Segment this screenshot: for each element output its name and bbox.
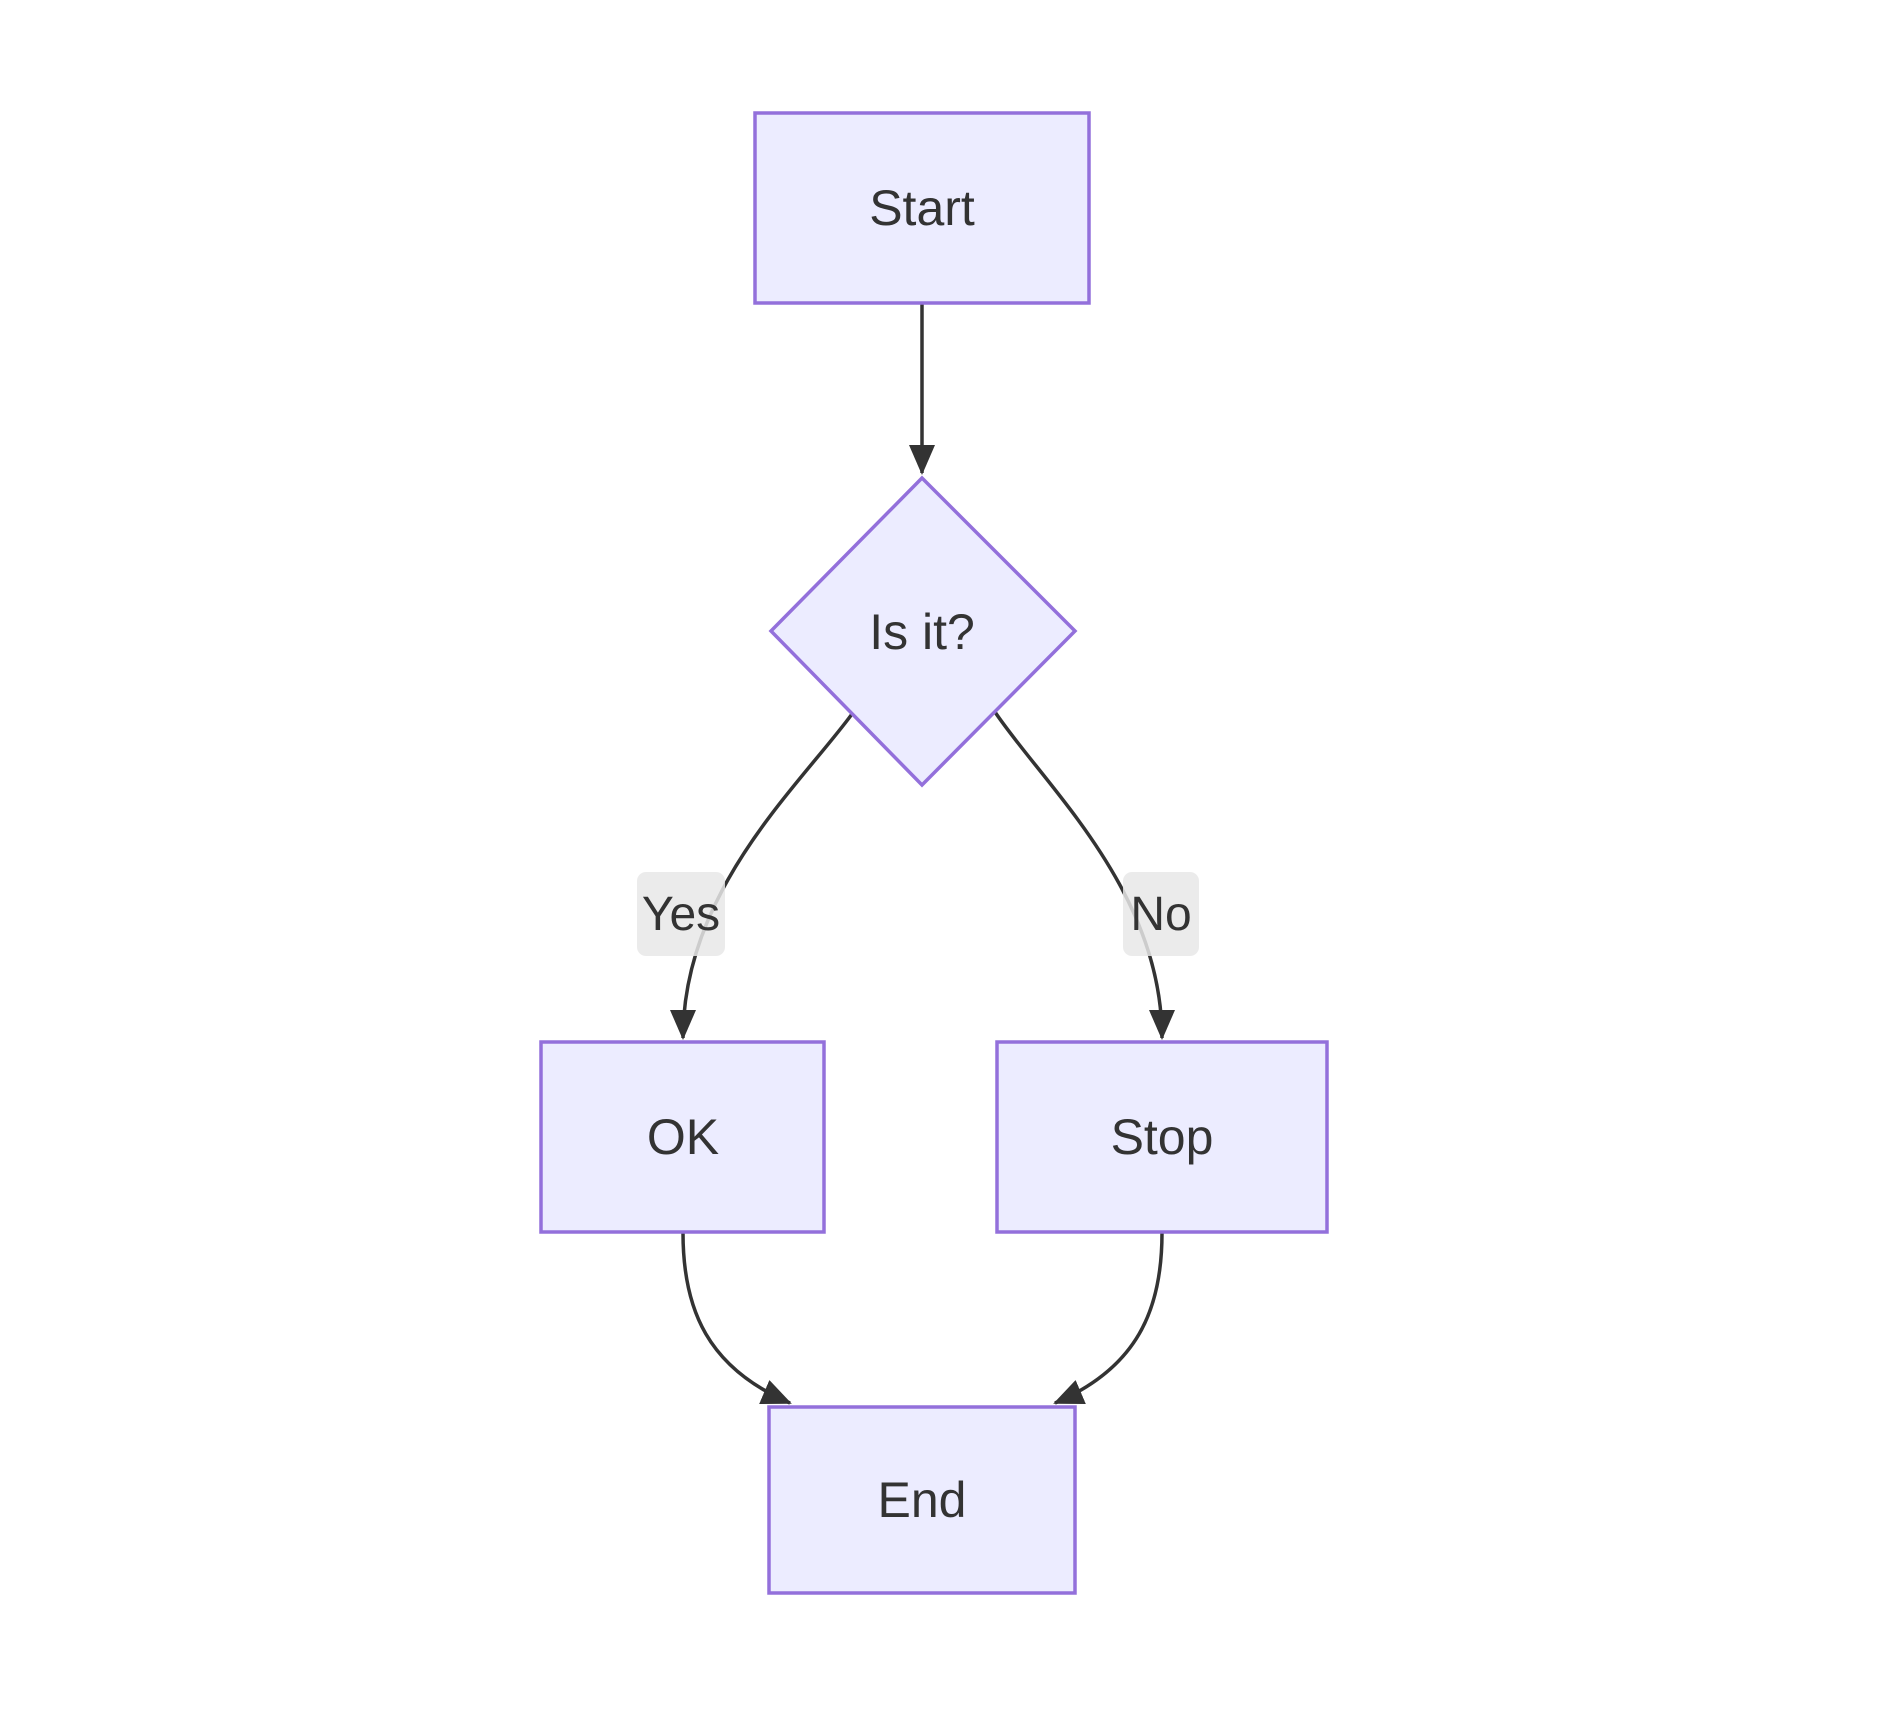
- node-end-shape: [767, 1405, 1077, 1595]
- edge-label-yes-text: Yes: [642, 888, 720, 941]
- node-stop-shape: [995, 1040, 1329, 1234]
- edge-label-yes-bg: [637, 872, 725, 956]
- edge-stop-end: [1053, 1232, 1164, 1405]
- node-decision-shape: [768, 475, 1078, 788]
- node-end-label: End: [878, 1472, 967, 1528]
- edge-decision-ok: [670, 712, 854, 1040]
- node-start: Start: [753, 111, 1091, 305]
- node-ok-shape: [539, 1040, 826, 1234]
- node-decision-label: Is it?: [869, 604, 975, 660]
- node-ok-label: OK: [647, 1109, 719, 1165]
- node-start-shape: [753, 111, 1091, 305]
- edge-decision-stop-path: [993, 711, 1175, 1040]
- node-stop-label: Stop: [1111, 1109, 1214, 1165]
- node-decision: Is it?: [768, 475, 1078, 788]
- edge-label-yes: Yes: [637, 872, 725, 956]
- node-ok: OK: [539, 1040, 826, 1234]
- edge-label-no: No: [1123, 872, 1199, 956]
- node-start-label: Start: [869, 180, 975, 236]
- edge-label-no-bg: [1123, 872, 1199, 956]
- edge-label-no-text: No: [1130, 888, 1191, 941]
- edge-ok-end: [681, 1232, 792, 1405]
- edge-stop-end-path: [1053, 1232, 1164, 1405]
- edge-ok-end-path: [681, 1232, 792, 1405]
- node-end: End: [767, 1405, 1077, 1595]
- edge-decision-ok-path: [670, 712, 854, 1040]
- node-stop: Stop: [995, 1040, 1329, 1234]
- edge-decision-stop: [993, 711, 1175, 1040]
